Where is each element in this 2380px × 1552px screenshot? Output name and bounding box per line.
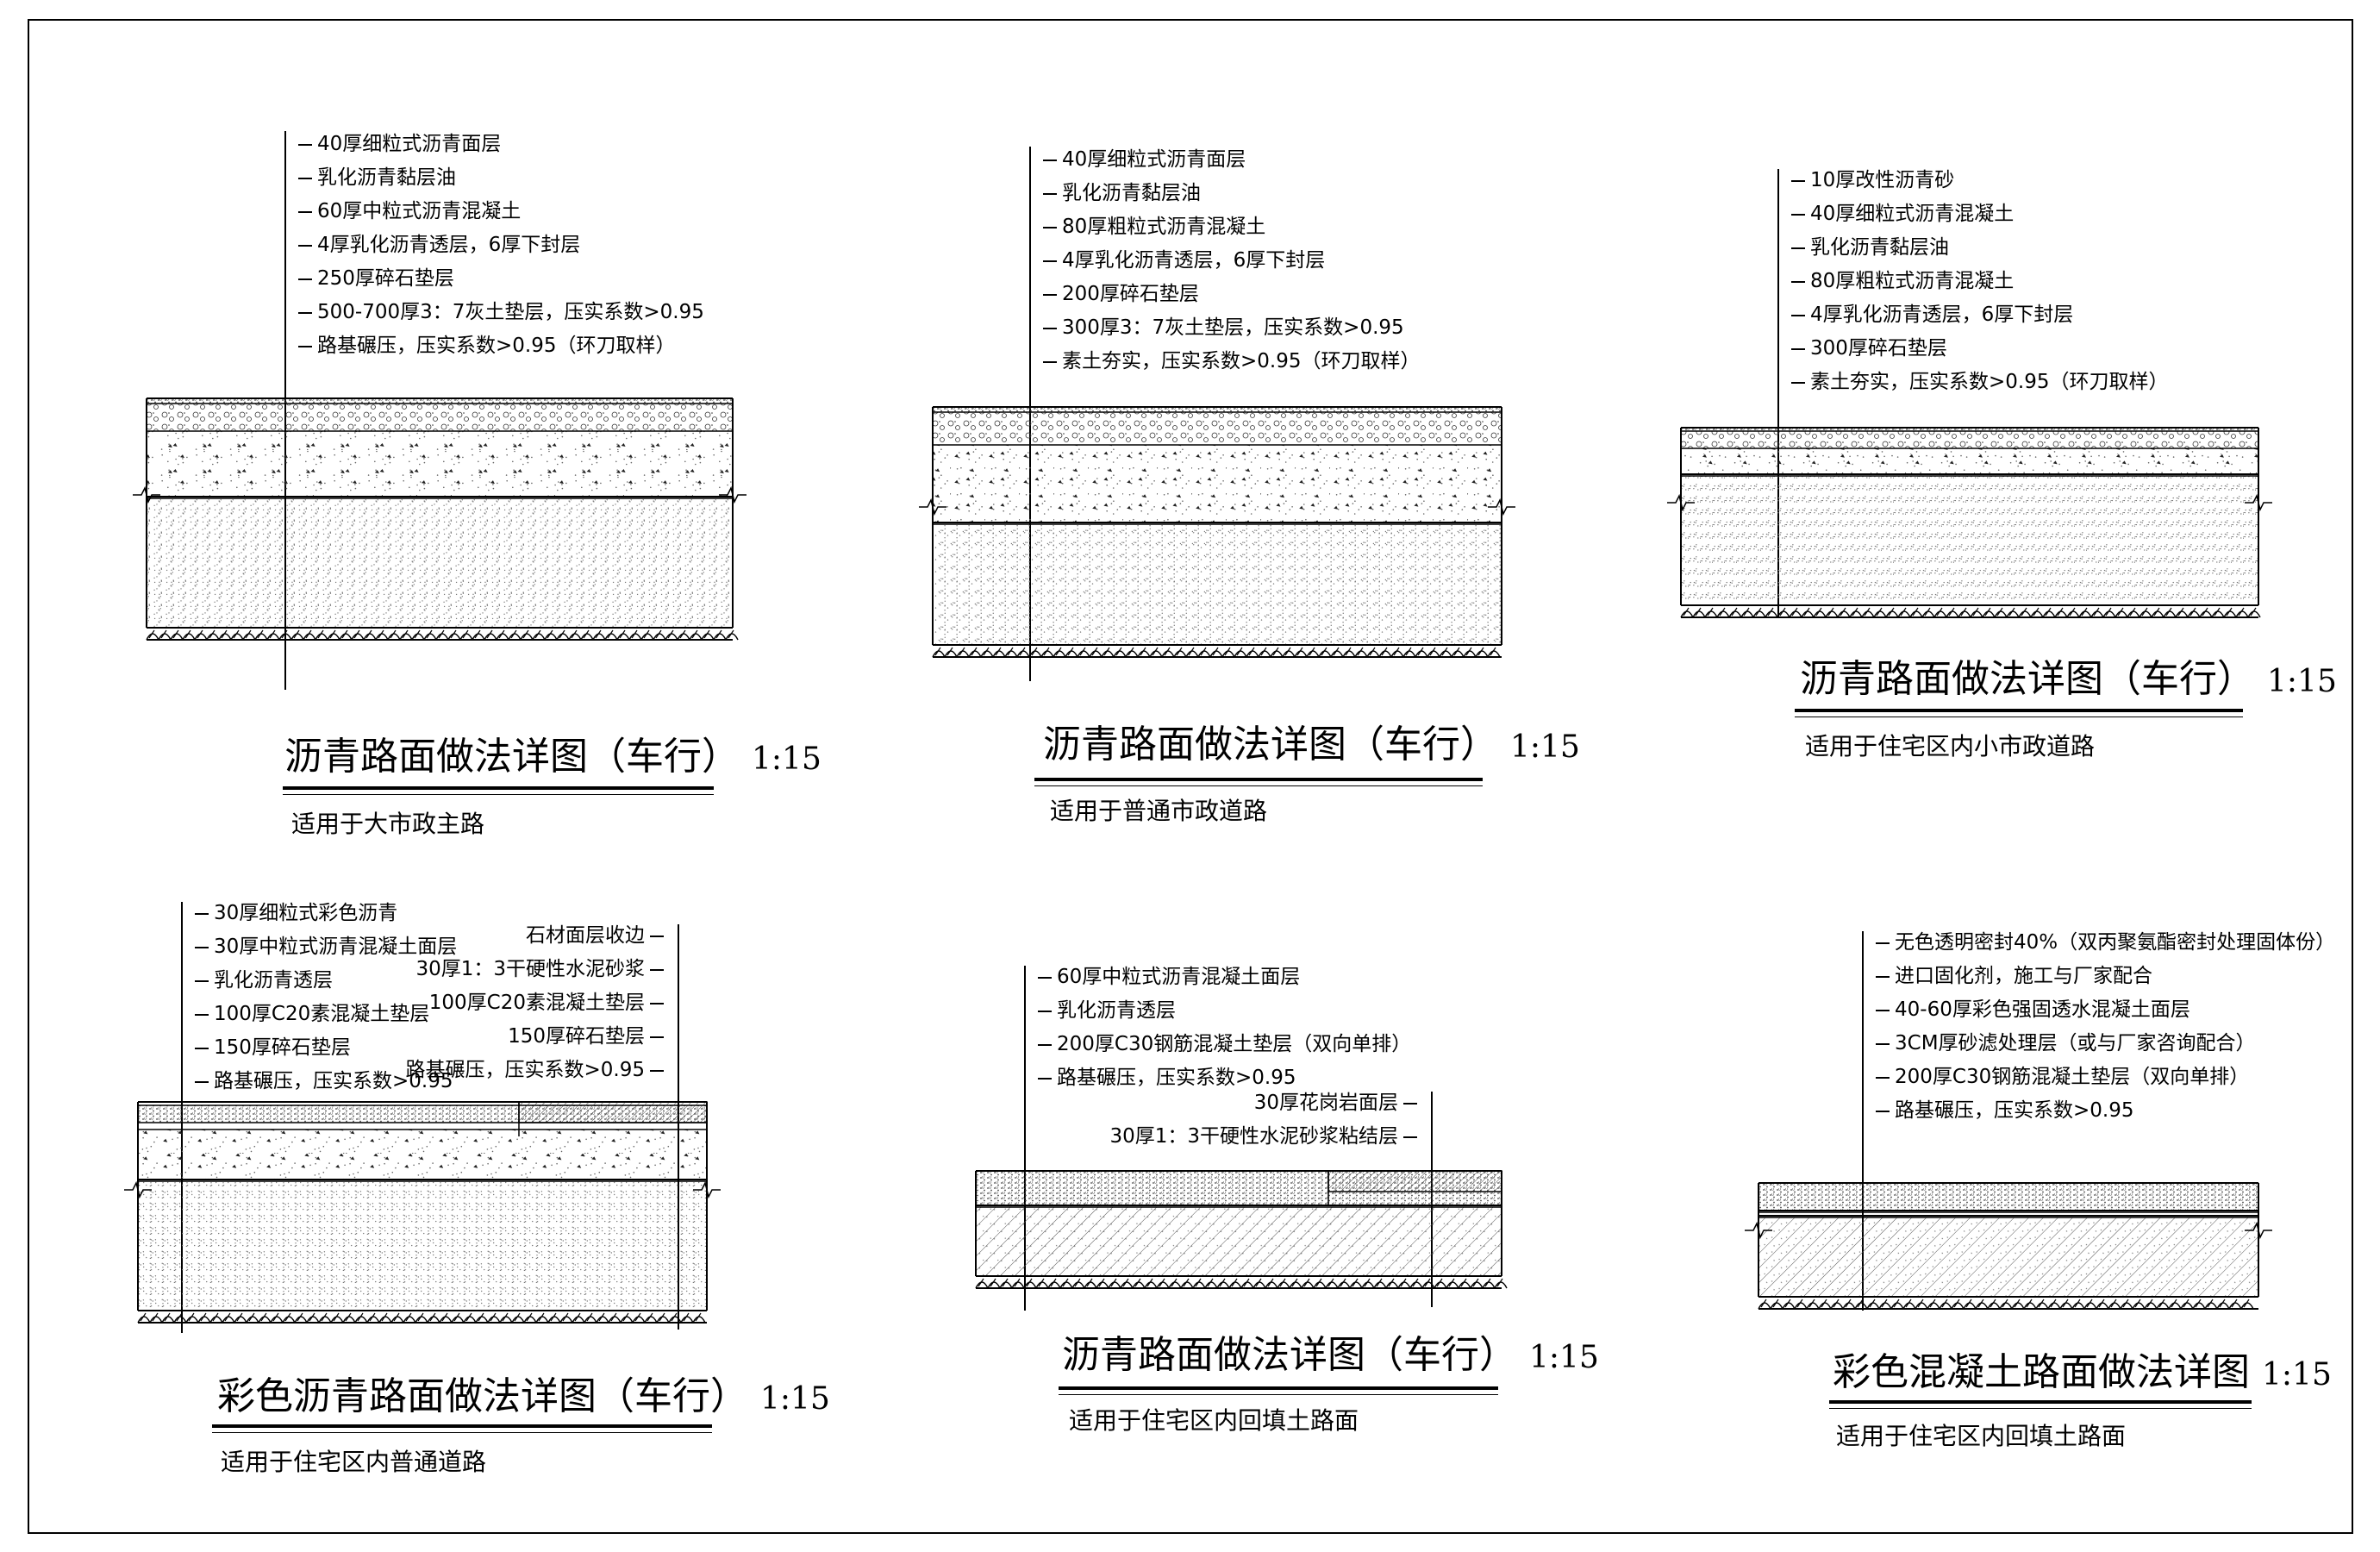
detail-4-right-note-4: 150厚碎石垫层 bbox=[508, 1025, 664, 1048]
detail-6-note-4: 3CM厚砂滤处理层（或与厂家咨询配合） bbox=[1876, 1032, 2256, 1054]
detail-2-note-1: 40厚细粒式沥青面层 bbox=[1042, 148, 1246, 171]
detail-4-note-4: 100厚C20素混凝土垫层 bbox=[194, 1003, 430, 1025]
detail-5-title: 沥青路面做法详图（车行） 1:15 bbox=[1062, 1333, 1599, 1380]
leader-line bbox=[1024, 966, 1026, 1311]
detail-3-note-6: 300厚碎石垫层 bbox=[1791, 337, 1947, 360]
detail-2-note-7: 素土夯实，压实系数>0.95（环刀取样） bbox=[1042, 350, 1421, 372]
detail-1-title-text: 沥青路面做法详图（车行） bbox=[284, 735, 740, 779]
leader-line bbox=[678, 924, 679, 1330]
detail-4-title-text: 彩色沥青路面做法详图（车行） bbox=[217, 1374, 748, 1418]
detail-1-note-5: 250厚碎石垫层 bbox=[298, 267, 454, 290]
detail-1-note-7: 路基碾压，压实系数>0.95（环刀取样） bbox=[297, 335, 676, 357]
drawing-frame bbox=[28, 19, 2353, 1534]
detail-2-title-underline bbox=[1034, 778, 1483, 786]
detail-5-section bbox=[975, 1170, 1508, 1289]
detail-5-right-note-1: 30厚花岗岩面层 bbox=[1253, 1092, 1418, 1114]
detail-3-note-7: 素土夯实，压实系数>0.95（环刀取样） bbox=[1790, 371, 2169, 393]
detail-5-title-text: 沥青路面做法详图（车行） bbox=[1062, 1333, 1517, 1377]
detail-6-title-underline bbox=[1829, 1400, 2252, 1409]
detail-4-note-6: 路基碾压，压实系数>0.95 bbox=[194, 1070, 453, 1092]
detail-2-note-3: 80厚粗粒式沥青混凝土 bbox=[1042, 216, 1266, 238]
detail-6-note-1: 无色透明密封40%（双丙聚氨酯密封处理固体份） bbox=[1875, 931, 2336, 954]
detail-6-title: 彩色混凝土路面做法详图 1:15 bbox=[1833, 1350, 2332, 1398]
detail-3-section bbox=[1667, 427, 2272, 618]
detail-3-note-4: 80厚粗粒式沥青混凝土 bbox=[1790, 270, 2015, 292]
detail-3-title: 沥青路面做法详图（车行） 1:15 bbox=[1800, 657, 2337, 704]
detail-3-subtitle: 适用于住宅区内小市政道路 bbox=[1805, 732, 2096, 760]
detail-4-title: 彩色沥青路面做法详图（车行） 1:15 bbox=[217, 1374, 830, 1422]
detail-4-right-note-2: 30厚1：3干硬性水泥砂浆 bbox=[415, 958, 664, 980]
detail-6-note-3: 40-60厚彩色强固透水混凝土面层 bbox=[1876, 998, 2190, 1021]
detail-2-note-4: 4厚乳化沥青透层，6厚下封层 bbox=[1042, 249, 1326, 272]
detail-4-note-3: 乳化沥青透层 bbox=[195, 969, 333, 992]
detail-1-note-4: 4厚乳化沥青透层，6厚下封层 bbox=[297, 234, 581, 256]
detail-5-note-4: 路基碾压，压实系数>0.95 bbox=[1037, 1067, 1296, 1089]
detail-4-right-note-3: 100厚C20素混凝土垫层 bbox=[428, 992, 665, 1014]
detail-4-right-note-1: 石材面层收边 bbox=[526, 924, 664, 947]
detail-1-section bbox=[133, 397, 746, 641]
detail-1-note-2: 乳化沥青黏层油 bbox=[298, 166, 456, 189]
detail-5-subtitle: 适用于住宅区内回填土路面 bbox=[1069, 1406, 1359, 1435]
detail-4-right-note-5: 路基碾压，压实系数>0.95 bbox=[405, 1059, 665, 1081]
detail-3-note-5: 4厚乳化沥青透层，6厚下封层 bbox=[1790, 304, 2074, 326]
detail-2-note-6: 300厚3：7灰土垫层，压实系数>0.95 bbox=[1043, 316, 1404, 339]
detail-1-note-1: 40厚细粒式沥青面层 bbox=[297, 133, 502, 155]
detail-2-note-5: 200厚碎石垫层 bbox=[1043, 283, 1199, 305]
detail-3-note-2: 40厚细粒式沥青混凝土 bbox=[1790, 203, 2015, 225]
detail-5-right-note-2: 30厚1：3干硬性水泥砂浆粘结层 bbox=[1109, 1125, 1417, 1148]
detail-5-scale: 1:15 bbox=[1529, 1340, 1599, 1375]
detail-1-title: 沥青路面做法详图（车行） 1:15 bbox=[284, 735, 821, 782]
detail-3-title-underline bbox=[1795, 709, 2243, 717]
detail-1-title-underline bbox=[283, 786, 714, 795]
leader-line bbox=[1777, 169, 1779, 617]
detail-5-title-underline bbox=[1059, 1386, 1498, 1395]
detail-1-note-3: 60厚中粒式沥青混凝土 bbox=[297, 200, 522, 222]
detail-1-note-6: 500-700厚3：7灰土垫层，压实系数>0.95 bbox=[298, 301, 704, 323]
detail-4-subtitle: 适用于住宅区内普通道路 bbox=[221, 1448, 487, 1476]
detail-1-scale: 1:15 bbox=[752, 742, 821, 777]
detail-4-note-1: 30厚细粒式彩色沥青 bbox=[194, 902, 398, 924]
detail-1-subtitle: 适用于大市政主路 bbox=[291, 810, 485, 838]
detail-6-subtitle: 适用于住宅区内回填土路面 bbox=[1836, 1422, 2127, 1450]
detail-3-scale: 1:15 bbox=[2267, 664, 2337, 699]
detail-2-subtitle: 适用于普通市政道路 bbox=[1050, 797, 1268, 825]
detail-6-title-text: 彩色混凝土路面做法详图 bbox=[1833, 1350, 2250, 1394]
detail-3-title-text: 沥青路面做法详图（车行） bbox=[1800, 657, 2255, 701]
detail-4-section bbox=[124, 1101, 721, 1324]
detail-2-note-2: 乳化沥青黏层油 bbox=[1043, 182, 1201, 204]
detail-4-scale: 1:15 bbox=[760, 1381, 830, 1417]
detail-6-note-6: 路基碾压，压实系数>0.95 bbox=[1875, 1099, 2134, 1122]
detail-5-note-2: 乳化沥青透层 bbox=[1038, 999, 1176, 1022]
detail-4-note-5: 150厚碎石垫层 bbox=[195, 1036, 351, 1059]
detail-4-title-underline bbox=[212, 1424, 712, 1433]
leader-line bbox=[1862, 931, 1864, 1311]
detail-6-note-5: 200厚C30钢筋混凝土垫层（双向单排） bbox=[1875, 1066, 2250, 1088]
detail-2-section bbox=[919, 406, 1515, 658]
detail-2-title-text: 沥青路面做法详图（车行） bbox=[1043, 723, 1498, 767]
detail-3-note-1: 10厚改性沥青砂 bbox=[1790, 169, 1955, 191]
detail-6-note-2: 进口固化剂，施工与厂家配合 bbox=[1876, 965, 2152, 987]
detail-3-note-3: 乳化沥青黏层油 bbox=[1791, 236, 1949, 259]
detail-6-section bbox=[1745, 1182, 2272, 1310]
detail-6-scale: 1:15 bbox=[2262, 1357, 2332, 1392]
detail-2-scale: 1:15 bbox=[1510, 729, 1580, 765]
detail-5-note-3: 200厚C30钢筋混凝土垫层（双向单排） bbox=[1037, 1033, 1412, 1055]
detail-5-note-1: 60厚中粒式沥青混凝土面层 bbox=[1037, 966, 1301, 988]
detail-2-title: 沥青路面做法详图（车行） 1:15 bbox=[1043, 723, 1580, 770]
detail-4-note-2: 30厚中粒式沥青混凝土面层 bbox=[194, 936, 458, 958]
